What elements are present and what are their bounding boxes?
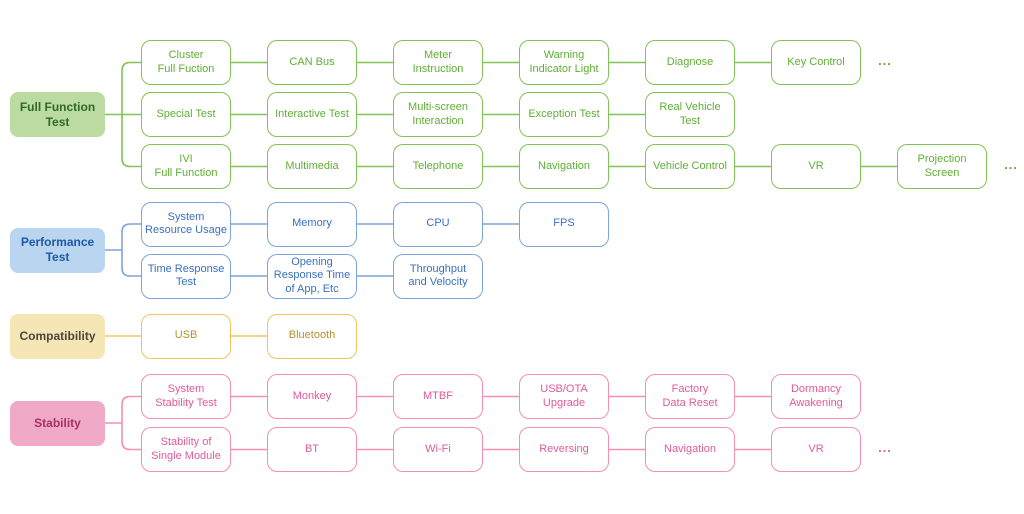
node-usb-ota-upgrade: USB/OTA Upgrade xyxy=(519,374,609,419)
node-special-test: Special Test xyxy=(141,92,231,137)
node-navigation: Navigation xyxy=(519,144,609,189)
node-diagnose: Diagnose xyxy=(645,40,735,85)
ellipsis-more-stability-row2: ... xyxy=(878,440,892,455)
node-stability-of-single-module: Stability of Single Module xyxy=(141,427,231,472)
section-label-performance-test: Performance Test xyxy=(10,227,105,273)
node-key-control: Key Control xyxy=(771,40,861,85)
node-real-vehicle-test: Real Vehicle Test xyxy=(645,92,735,137)
node-memory: Memory xyxy=(267,201,357,247)
section-label-stability: Stability xyxy=(10,400,105,446)
node-interactive-test: Interactive Test xyxy=(267,92,357,137)
section-label-compatibility: Compatibility xyxy=(10,313,105,359)
node-vehicle-control: Vehicle Control xyxy=(645,144,735,189)
node-vr: VR xyxy=(771,427,861,472)
node-navigation: Navigation xyxy=(645,427,735,472)
ellipsis-more-full-function-test-row3: ... xyxy=(1004,157,1018,172)
node-multi-screen-interaction: Multi-screen Interaction xyxy=(393,92,483,137)
node-throughput-and-velocity: Throughput and Velocity xyxy=(393,253,483,299)
node-bluetooth: Bluetooth xyxy=(267,313,357,359)
node-can-bus: CAN Bus xyxy=(267,40,357,85)
node-time-response-test: Time Response Test xyxy=(141,253,231,299)
node-usb: USB xyxy=(141,313,231,359)
node-meter-instruction: Meter Instruction xyxy=(393,40,483,85)
node-wi-fi: Wi-Fi xyxy=(393,427,483,472)
node-warning-indicator-light: Warning Indicator Light xyxy=(519,40,609,85)
node-projection-screen: Projection Screen xyxy=(897,144,987,189)
node-multimedia: Multimedia xyxy=(267,144,357,189)
node-system-resource-usage: System Resource Usage xyxy=(141,201,231,247)
node-factory-data-reset: Factory Data Reset xyxy=(645,374,735,419)
ellipsis-more-full-function-test-row1: ... xyxy=(878,53,892,68)
node-telephone: Telephone xyxy=(393,144,483,189)
connector-performance-test xyxy=(105,223,519,277)
node-vr: VR xyxy=(771,144,861,189)
node-monkey: Monkey xyxy=(267,374,357,419)
connector-full-function-test xyxy=(105,61,897,168)
node-opening-response-time-of-app-etc: Opening Response Time of App, Etc xyxy=(267,253,357,299)
node-fps: FPS xyxy=(519,201,609,247)
node-ivi-full-function: IVI Full Function xyxy=(141,144,231,189)
node-reversing: Reversing xyxy=(519,427,609,472)
node-bt: BT xyxy=(267,427,357,472)
node-system-stability-test: System Stability Test xyxy=(141,374,231,419)
node-cpu: CPU xyxy=(393,201,483,247)
node-dormancy-awakening: Dormancy Awakening xyxy=(771,374,861,419)
node-mtbf: MTBF xyxy=(393,374,483,419)
section-label-full-function-test: Full Function Test xyxy=(10,92,105,137)
connector-stability xyxy=(105,395,771,451)
node-cluster-full-fuction: Cluster Full Fuction xyxy=(141,40,231,85)
node-exception-test: Exception Test xyxy=(519,92,609,137)
